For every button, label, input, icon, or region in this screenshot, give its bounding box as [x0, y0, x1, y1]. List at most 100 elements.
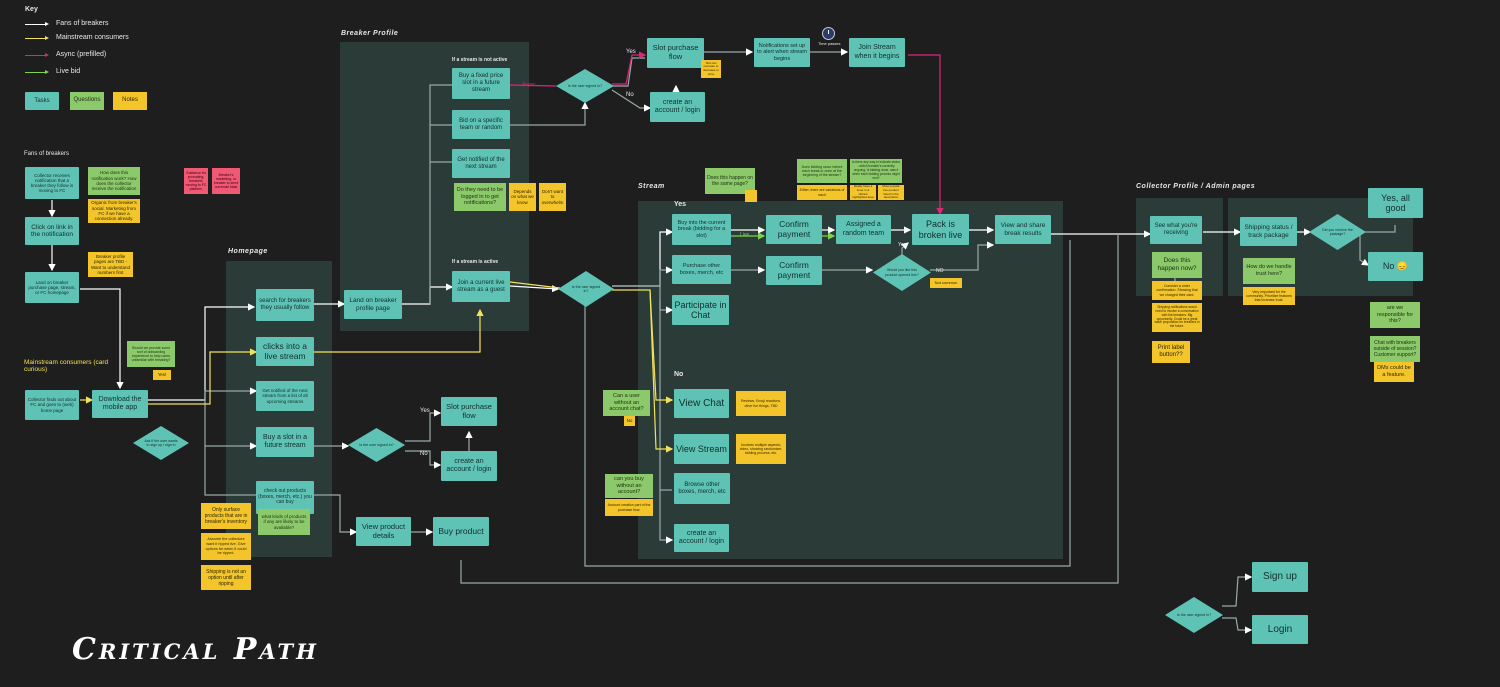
slot-purchase-flow-top: Slot purchase flow — [647, 38, 704, 68]
decision-signed-in-homepage: Is the user signed in? — [348, 428, 405, 462]
shipping-status: Shipping status / track package — [1240, 217, 1297, 246]
note-account-creation: Account creation part of the purchase fl… — [605, 499, 653, 516]
stream-title: Stream — [638, 183, 665, 190]
buy-slot-future-stream: Buy a slot in a future stream — [256, 427, 314, 457]
participate-in-chat: Participate in Chat — [672, 295, 729, 325]
buy-fixed-price-slot: Buy a fixed price slot in a future strea… — [452, 68, 510, 99]
note-profile-tbd: Breaker profile pages are TBD - Want to … — [88, 252, 133, 277]
question-notification-work: How does this notification work? How doe… — [88, 167, 140, 195]
assigned-random-team: Assigned a random team — [836, 215, 891, 244]
slot-purchase-flow-homepage: Slot purchase flow — [441, 397, 497, 426]
label-active: If a stream is active — [452, 259, 499, 265]
no-label-top: No — [626, 92, 634, 98]
join-current-stream-guest: Join a current live stream as a guest — [452, 271, 510, 302]
view-share-break-results: View and share break results — [995, 215, 1051, 244]
question-responsible: are we responsible for this? — [1370, 302, 1420, 328]
key-line-0 — [25, 21, 49, 26]
question-handle-trust: How do we handle trust here? — [1243, 258, 1295, 284]
key-line-1 — [25, 35, 49, 40]
live-label: Live — [740, 232, 750, 238]
notifications-set-up: Notifications set up to alert when strea… — [754, 38, 810, 67]
pack-broken-live: Pack is broken live — [912, 214, 969, 245]
question-same-page: Does this happen on the same page? — [705, 168, 755, 194]
note-trust-important: Very important for the community. Priori… — [1243, 287, 1295, 305]
question-products-available: what kinds of products if any are likely… — [258, 509, 310, 535]
fans-title: Fans of breakers — [24, 151, 70, 157]
browse-other-boxes: Browse other boxes, merch, etc — [674, 473, 730, 504]
question-onboarding: Should we provide some sort of onboardin… — [127, 341, 175, 367]
note-not-common: Not common — [930, 278, 962, 288]
bid-specific-team: Bid on a specific team or random — [452, 110, 510, 139]
collector-receives-notification: Collector receives notification that a b… — [25, 167, 79, 199]
time-passes-label: Time passes — [818, 41, 841, 46]
notified-next-stream-profile: Get notified of the next stream — [452, 149, 510, 178]
note-stream-aspects: Involves multiple aspects; video, showin… — [736, 434, 786, 464]
key-line-3 — [25, 69, 49, 74]
sign-up: Sign up — [1252, 562, 1308, 592]
decision-signed-in-top: Is the user signed in? — [556, 69, 614, 103]
stream-yes-label: Yes — [674, 201, 687, 208]
note-surface-inventory: Only surface products that are in breake… — [201, 503, 251, 529]
collector-title: Collector Profile / Admin pages — [1136, 183, 1256, 190]
create-account-top: create an account / login — [650, 92, 705, 122]
confirm-payment-2: Confirm payment — [766, 256, 822, 285]
yes-label-homepage: Yes — [420, 408, 430, 414]
notified-next-stream: Get notified of the next stream from a l… — [256, 381, 314, 411]
note-order-confirmation: Consider a order confirmation. Showing t… — [1152, 281, 1202, 300]
decision-open-live: Would you like this product opened live? — [873, 254, 931, 291]
pink-note-marketing: Breaker's marketing, or breaker to send … — [212, 168, 240, 194]
join-stream-begins: Join Stream when it begins — [849, 38, 905, 67]
label-not-active: If a stream is not active — [452, 57, 508, 63]
note-same-page — [745, 190, 757, 202]
no-label-homepage: No — [420, 451, 428, 457]
key-label-0: Fans of breakers — [56, 20, 109, 27]
key-title: Key — [25, 6, 38, 13]
decision-signed-in-stream: Is the user signed in? — [558, 271, 614, 307]
clock-icon — [822, 27, 835, 40]
decision-package-received: Did you receive the package? — [1309, 214, 1366, 250]
yes-label-stream: Yes — [898, 242, 907, 248]
question-buy-without-account: can you buy without an account? — [605, 474, 653, 498]
create-account-stream: create an account / login — [674, 524, 729, 552]
create-account-homepage: create an account / login — [441, 451, 497, 481]
homepage-title: Homepage — [228, 248, 268, 255]
note-popular-live: Most popular live product listed in the … — [878, 185, 904, 200]
key-notes: Notes — [113, 92, 147, 110]
purchase-other-boxes: Purchase other boxes, merch, etc — [672, 255, 731, 284]
note-depends: Depends on what we know — [509, 183, 536, 211]
note-bidding-variations: Either, there are variations of each — [797, 185, 847, 200]
download-mobile-app: Download the mobile app — [92, 390, 148, 418]
note-dms-feature: DMs could be a feature. — [1374, 362, 1414, 382]
decision-signed-in-auth: Is the user signed in? — [1165, 597, 1223, 633]
question-chat-without-account: Can a user without an account chat? — [603, 390, 650, 416]
question-happen-now: Does this happen now? — [1152, 252, 1202, 278]
confirm-payment-1: Confirm payment — [766, 215, 822, 244]
buy-into-current-break: Buy into the current break (bidding for … — [672, 214, 731, 245]
buy-product: Buy product — [433, 517, 489, 546]
no-sad: No 😞 — [1368, 252, 1423, 281]
key-label-3: Live bid — [56, 68, 81, 75]
decision-sign-in-app: Ask if the user wants to sign up / sign … — [133, 426, 189, 460]
note-dont-overwhelm: Don't want to overwhelm — [539, 183, 566, 211]
note-chat-no: No — [624, 416, 635, 426]
note-chat-reactions: Reviews, Emoji reactions, other fun thin… — [736, 391, 786, 416]
critical-path-title: Critical Path — [72, 632, 319, 667]
stream-no-label: No — [674, 371, 684, 378]
land-on-breaker-page: Land on breaker purchase page, stream, o… — [25, 272, 79, 303]
key-questions: Questions — [70, 92, 104, 110]
land-breaker-profile: Land on breaker profile page — [344, 290, 402, 319]
yes-all-good: Yes, all good — [1368, 188, 1423, 218]
note-slot-price: Slot can increase or decrease in price — [701, 60, 721, 78]
async-label: Async — [522, 82, 536, 88]
note-organic: Organic from breaker's social. Marketing… — [88, 199, 140, 223]
key-line-2 — [25, 52, 49, 57]
check-out-products: check out products (boxes, merch, etc.) … — [256, 481, 314, 514]
question-chat-breakers: Chat with breakers outside of session? C… — [1370, 336, 1420, 362]
question-status-indicator: Is there any way to indicate status - wh… — [850, 159, 902, 183]
question-login-notifications: Do they need to be logged in to get noti… — [454, 183, 506, 211]
breaker-profile-title: Breaker Profile — [341, 30, 399, 37]
note-assume-ripped: Assume the collectors want it ripped liv… — [201, 533, 251, 560]
view-chat: View Chat — [674, 389, 729, 418]
no-label-stream: NO — [936, 268, 944, 274]
